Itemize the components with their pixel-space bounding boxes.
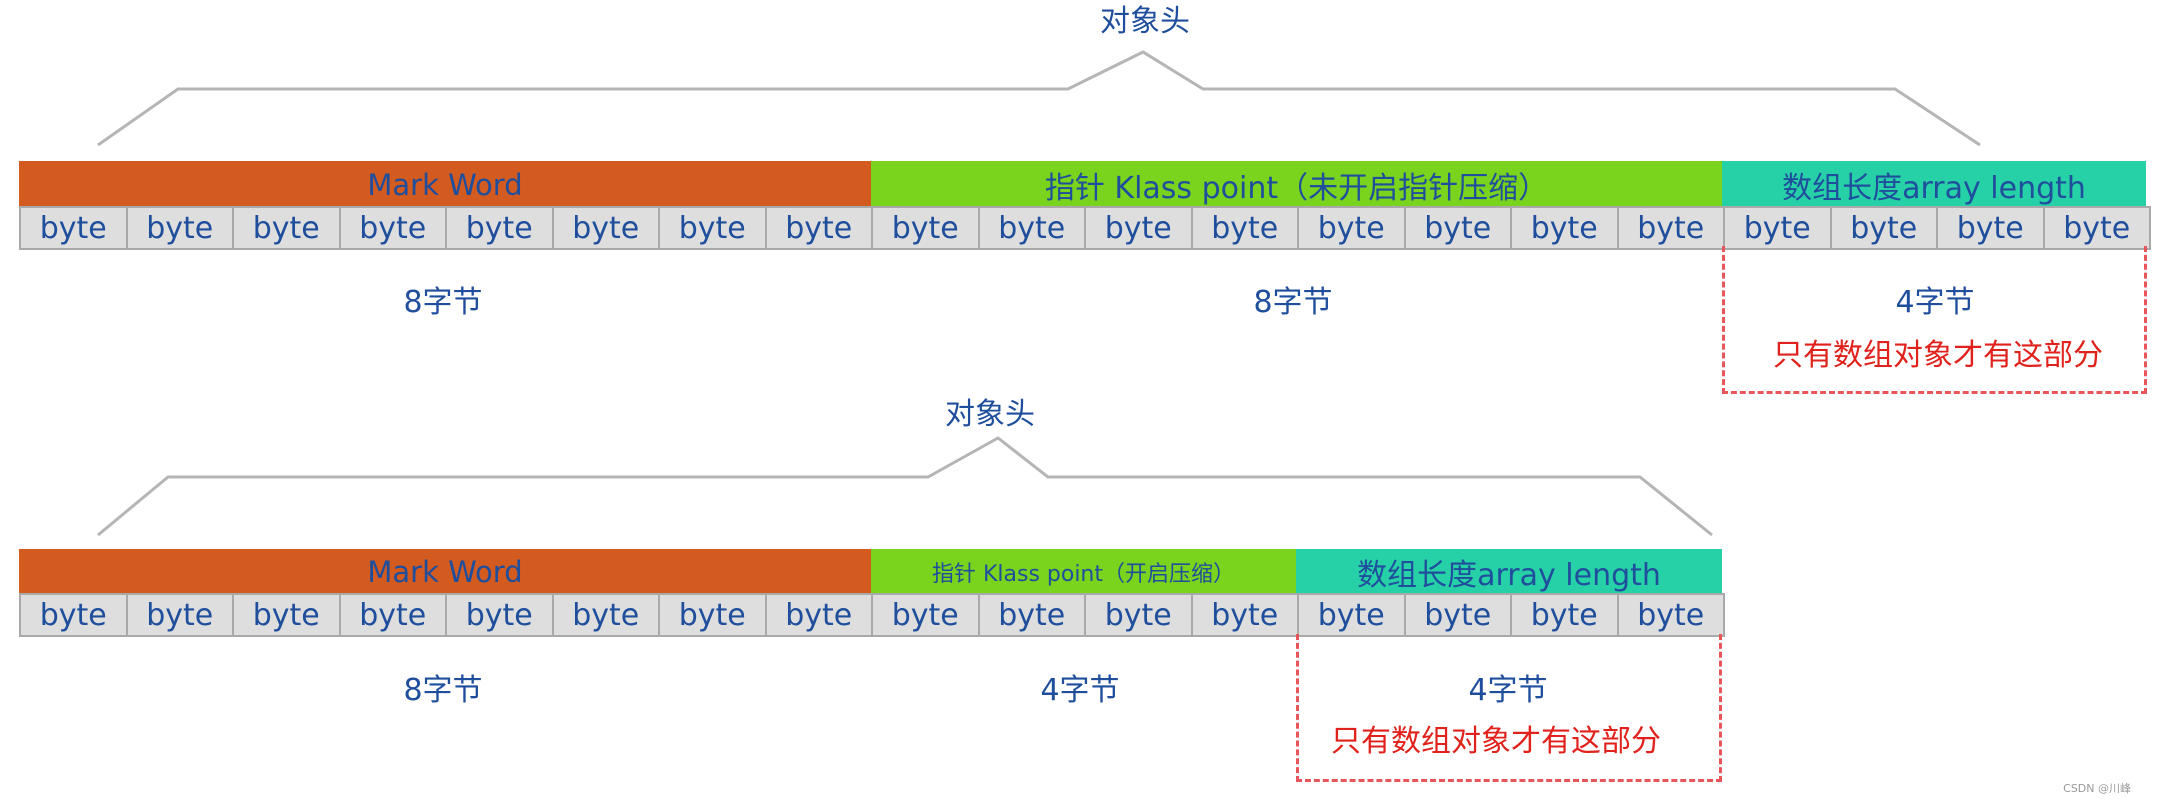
top-byte-cell: byte	[1723, 206, 1832, 250]
bottom-byte-cell: byte	[1190, 593, 1299, 637]
top-byte-cell: byte	[1084, 206, 1193, 250]
top-byte-cell: byte	[445, 206, 554, 250]
top-byte-cell: byte	[977, 206, 1086, 250]
bottom-byte-cell: byte	[1616, 593, 1725, 637]
top-byte-cell: byte	[658, 206, 767, 250]
bottom-byte-cell: byte	[338, 593, 447, 637]
top-byte-cell: byte	[551, 206, 660, 250]
top-byte-cell: byte	[1936, 206, 2045, 250]
bottom-byte-cell: byte	[19, 593, 128, 637]
bottom-klass-point-size: 4字节	[1040, 673, 1120, 708]
top-byte-cell: byte	[1829, 206, 1938, 250]
top-klass-point-segment: 指针 Klass point（未开启指针压缩）	[871, 161, 1722, 208]
bottom-array-only-note: 只有数组对象才有这部分	[1331, 724, 1661, 759]
top-byte-cell: byte	[1190, 206, 1299, 250]
top-mark-word-segment: Mark Word	[19, 161, 871, 208]
top-byte-cell: byte	[338, 206, 447, 250]
top-mark-word-size: 8字节	[403, 285, 483, 320]
top-byte-cell: byte	[1616, 206, 1725, 250]
top-brace	[97, 50, 1981, 147]
bottom-brace	[97, 436, 1713, 537]
bottom-mark-word-size: 8字节	[403, 673, 483, 708]
bottom-byte-cell: byte	[1297, 593, 1406, 637]
top-dashed-box	[1722, 246, 2147, 394]
bottom-byte-cell: byte	[445, 593, 554, 637]
top-array-only-note: 只有数组对象才有这部分	[1773, 338, 2103, 373]
bottom-array-length-size: 4字节	[1468, 673, 1548, 708]
bottom-array-length-segment: 数组长度array length	[1296, 549, 1722, 595]
bottom-dashed-box	[1296, 634, 1722, 782]
bottom-byte-cell: byte	[1510, 593, 1619, 637]
top-klass-point-size: 8字节	[1253, 285, 1333, 320]
top-array-length-size: 4字节	[1895, 285, 1975, 320]
top-byte-cell: byte	[232, 206, 341, 250]
top-byte-cell: byte	[125, 206, 234, 250]
bottom-byte-cell: byte	[1084, 593, 1193, 637]
top-byte-cell: byte	[1297, 206, 1406, 250]
bottom-byte-cell: byte	[977, 593, 1086, 637]
bottom-header-title: 对象头	[945, 397, 1035, 432]
watermark: CSDN @川峰	[2063, 782, 2131, 795]
top-byte-cell: byte	[1510, 206, 1619, 250]
top-byte-cell: byte	[2042, 206, 2151, 250]
top-byte-cell: byte	[1403, 206, 1512, 250]
bottom-byte-cell: byte	[125, 593, 234, 637]
bottom-byte-cell: byte	[871, 593, 980, 637]
bottom-byte-cell: byte	[658, 593, 767, 637]
bottom-byte-cell: byte	[232, 593, 341, 637]
bottom-klass-point-segment: 指针 Klass point（开启压缩）	[871, 549, 1296, 595]
top-byte-cell: byte	[764, 206, 873, 250]
top-header-title: 对象头	[1100, 4, 1190, 39]
bottom-byte-cell: byte	[1403, 593, 1512, 637]
top-byte-cell: byte	[871, 206, 980, 250]
bottom-byte-cell: byte	[551, 593, 660, 637]
top-array-length-segment: 数组长度array length	[1722, 161, 2146, 208]
bottom-byte-cell: byte	[764, 593, 873, 637]
bottom-mark-word-segment: Mark Word	[19, 549, 871, 595]
top-byte-cell: byte	[19, 206, 128, 250]
